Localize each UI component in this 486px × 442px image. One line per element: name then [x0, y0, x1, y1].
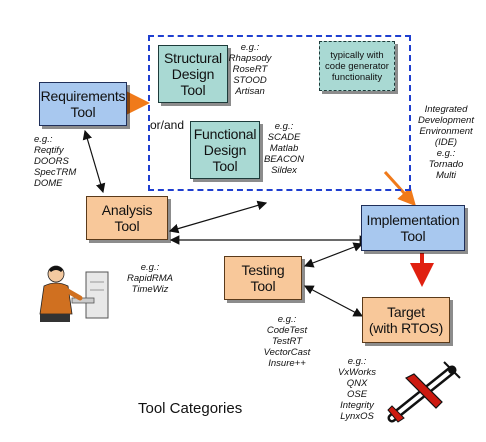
structural-design-tool-box: Structural Design Tool — [158, 45, 228, 103]
diagram-caption: Tool Categories — [138, 400, 243, 417]
requirements-tool-box: Requirements Tool — [39, 82, 127, 126]
arrow-analysis-design — [168, 200, 268, 234]
functional-examples: e.g.: SCADE Matlab BEACON Sildex — [263, 121, 305, 176]
arrow-testing-target — [303, 285, 364, 317]
arrow-design-to-implementation — [383, 170, 417, 207]
analysis-examples: e.g.: RapidRMA TimeWiz — [127, 262, 173, 295]
code-generator-callout: typically with code generator functional… — [319, 41, 395, 91]
ide-examples: Integrated Development Environment (IDE)… — [418, 104, 474, 181]
functional-design-tool-box: Functional Design Tool — [190, 121, 260, 179]
target-examples: e.g.: VxWorks QNX OSE Integrity LynxOS — [338, 356, 376, 422]
arrow-requirements-analysis — [82, 129, 106, 194]
or-and-label: or/and — [150, 118, 185, 132]
testing-tool-box: Testing Tool — [224, 256, 302, 300]
engineer-at-computer-icon — [39, 265, 109, 322]
airplane-icon — [387, 361, 461, 423]
target-tool-box: Target (with RTOS) — [362, 297, 450, 343]
implementation-tool-box: Implementation Tool — [361, 205, 465, 251]
testing-examples: e.g.: CodeTest TestRT VectorCast Insure+… — [263, 314, 311, 369]
arrow-testing-implementation — [303, 242, 364, 268]
requirements-examples: e.g.: Reqtify DOORS SpecTRM DOME — [34, 134, 77, 189]
design-tools-group — [148, 35, 411, 191]
structural-examples: e.g.: Rhapsody RoseRT STOOD Artisan — [228, 42, 272, 97]
analysis-tool-box: Analysis Tool — [86, 196, 168, 240]
